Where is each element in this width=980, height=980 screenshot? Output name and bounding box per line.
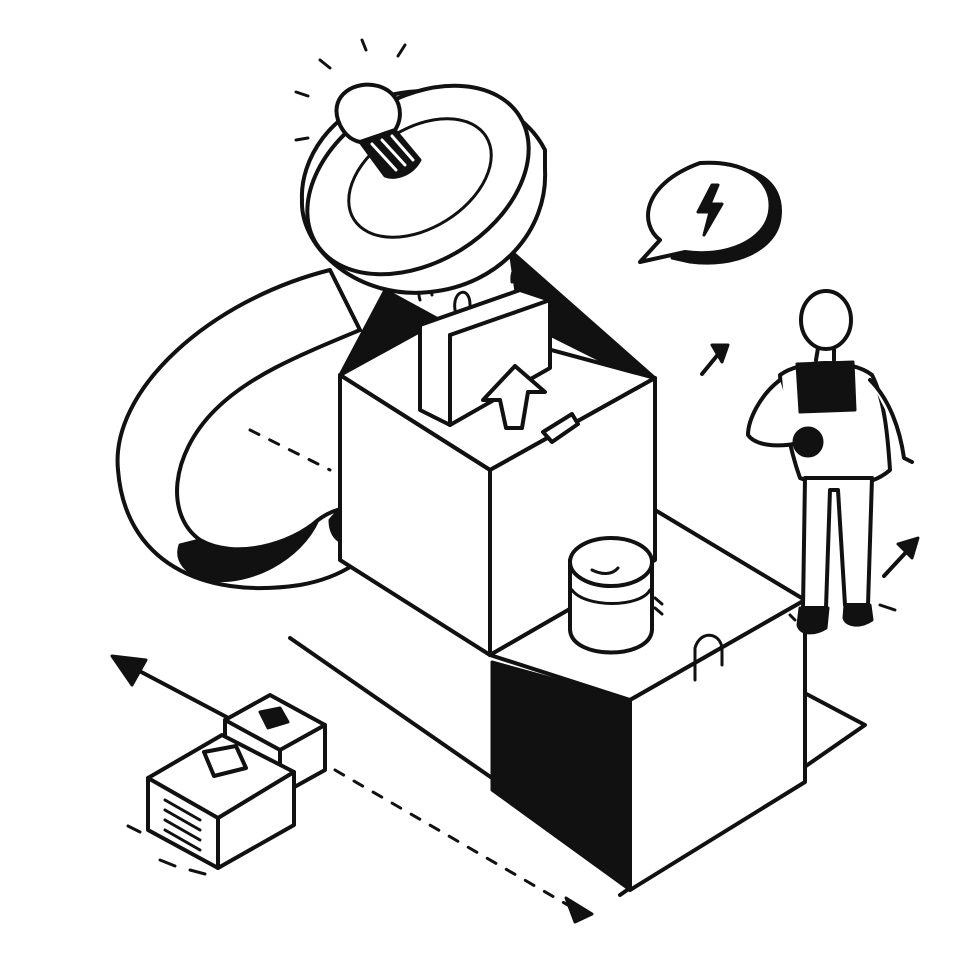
person-icon: [746, 289, 914, 635]
upload-arrow-icon: [481, 364, 547, 430]
bottom-cube-icon: [488, 508, 807, 892]
upper-right-arrow-icon: [700, 343, 730, 376]
speech-bubble-lightning-icon: [638, 160, 782, 265]
coin-stack-icon: [568, 536, 664, 655]
lower-right-arrow-icon: [882, 536, 920, 578]
money-bundle-icon: [126, 693, 327, 876]
tag-icon: [541, 412, 580, 444]
bottom-arrow-icon: [564, 896, 594, 924]
light-bulb-icon: [294, 38, 422, 179]
shopping-bag-icon: [417, 263, 552, 427]
